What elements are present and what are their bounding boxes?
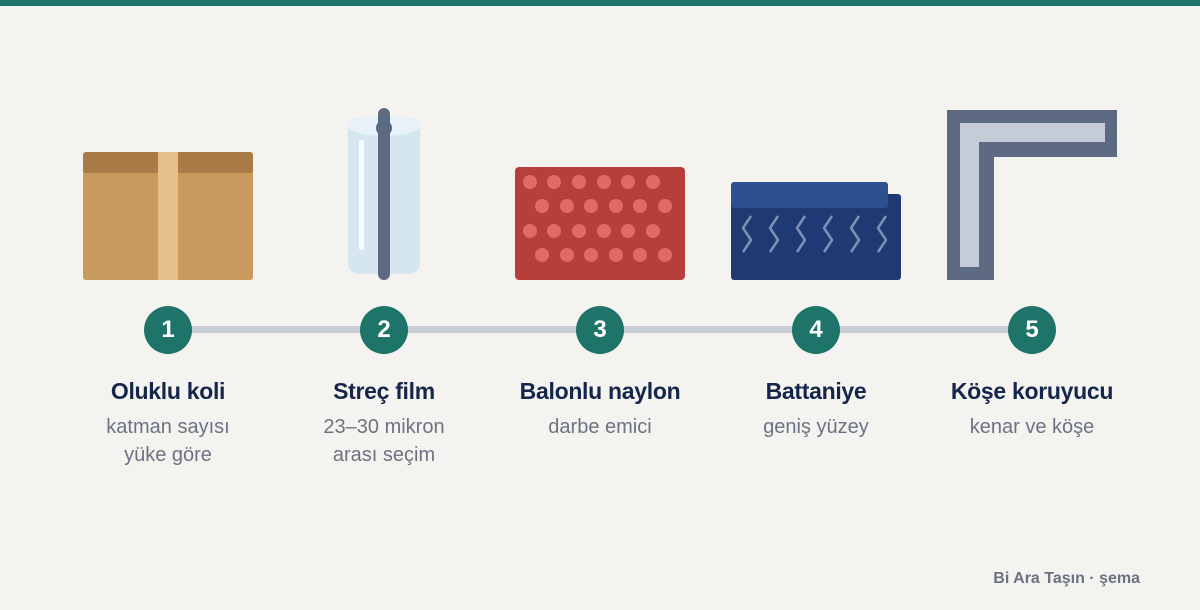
step-description-line: geniş yüzey (763, 416, 869, 438)
step-label: Köşe koruyucu kenar ve köşe (922, 376, 1142, 441)
step-number-badge: 1 (144, 306, 192, 354)
stretch-film-roll-icon (289, 100, 479, 290)
step-label: Battaniye geniş yüzey (706, 376, 926, 441)
step-description: geniş yüzey (706, 413, 926, 441)
step-description-line: 23–30 mikron (323, 416, 445, 438)
step-number-badge: 3 (576, 306, 624, 354)
step-description: darbe emici (490, 413, 710, 441)
step-title: Balonlu naylon (519, 378, 681, 404)
step-description-line: katman sayısı (106, 416, 230, 438)
step-number-badge: 2 (360, 306, 408, 354)
step-title: Streç film (333, 378, 435, 404)
step-label: Oluklu koli katman sayısı yüke göre (58, 376, 278, 469)
bubble-wrap-icon (505, 100, 695, 290)
step-description-line: kenar ve köşe (969, 416, 1095, 438)
step-description-line: yüke göre (124, 444, 212, 466)
step-description: katman sayısı yüke göre (58, 413, 278, 469)
step-title: Köşe koruyucu (950, 378, 1114, 404)
step-description-line: arası seçim (332, 444, 436, 466)
step-label: Streç film 23–30 mikron arası seçim (274, 376, 494, 469)
corner-protector-icon (937, 100, 1127, 290)
step-number-badge: 5 (1008, 306, 1056, 354)
cardboard-box-icon (73, 100, 263, 290)
moving-blanket-icon (721, 100, 911, 290)
step-description: 23–30 mikron arası seçim (274, 413, 494, 469)
step-title: Oluklu koli (110, 378, 226, 404)
top-accent-bar (0, 0, 1200, 6)
step-description: kenar ve köşe (922, 413, 1142, 441)
step-label: Balonlu naylon darbe emici (490, 376, 710, 441)
step-title: Battaniye (765, 378, 867, 404)
step-description-line: darbe emici (548, 416, 652, 438)
footer-caption: Bi Ara Taşın · şema (993, 570, 1140, 587)
step-number-badge: 4 (792, 306, 840, 354)
